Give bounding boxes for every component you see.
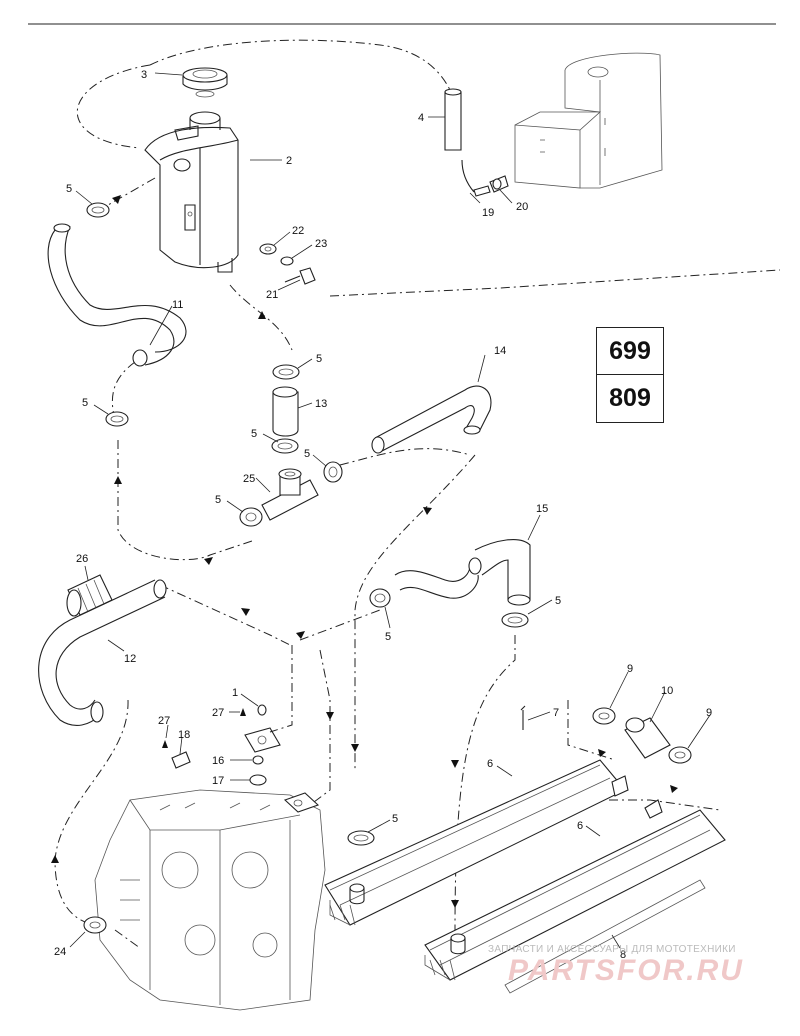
callout-16: 16	[212, 755, 224, 767]
callout-6-a: 6	[487, 758, 493, 770]
clamps-9	[592, 707, 692, 764]
engine-block	[94, 789, 326, 1011]
sleeve-26	[66, 574, 113, 617]
callout-8: 8	[620, 949, 626, 961]
callout-23: 23	[315, 238, 327, 250]
callout-5-i: 5	[392, 813, 398, 825]
callout-25: 25	[243, 473, 255, 485]
bolt-washers	[259, 243, 316, 285]
clamps-5	[86, 202, 529, 846]
callout-9-a: 9	[627, 663, 633, 675]
pressure-cap	[182, 67, 228, 98]
callout-labels: 3 2 4 5 19 20 22 23 21 11 5 14 5 13 5 5 …	[54, 69, 712, 961]
coolant-tank	[144, 111, 239, 273]
callout-4: 4	[418, 112, 424, 124]
watermark-logo: PARTSFOR.RU	[508, 954, 744, 987]
callout-9-b: 9	[706, 707, 712, 719]
clamp-24	[83, 916, 107, 934]
hose-12	[38, 579, 167, 726]
hose-13	[272, 386, 299, 437]
callout-5-a: 5	[66, 183, 72, 195]
callout-5-f: 5	[215, 494, 221, 506]
hose-15	[394, 539, 531, 606]
fitting-19-20	[461, 159, 509, 197]
watermark: ЗАПЧАСТИ И АКСЕССУАРЫ ДЛЯ МОТОТЕХНИКИ PA…	[488, 944, 788, 987]
callout-5-e: 5	[304, 448, 310, 460]
callout-22: 22	[292, 225, 304, 237]
callout-5-h: 5	[555, 595, 561, 607]
callout-15: 15	[536, 503, 548, 515]
reservoir-block	[514, 52, 663, 189]
model-number-box: 699 809	[596, 327, 664, 423]
radiators-6	[324, 759, 726, 981]
callout-10: 10	[661, 685, 673, 697]
callout-27-b: 27	[158, 715, 170, 727]
callout-27-a: 27	[212, 707, 224, 719]
callout-5-g: 5	[385, 631, 391, 643]
callout-7: 7	[553, 707, 559, 719]
callout-12: 12	[124, 653, 136, 665]
callout-5-b: 5	[316, 353, 322, 365]
model-number-809: 809	[609, 384, 651, 412]
callout-24: 24	[54, 946, 66, 958]
callout-5-d: 5	[251, 428, 257, 440]
callout-13: 13	[315, 398, 327, 410]
leader-lines	[69, 72, 711, 949]
callout-2: 2	[286, 155, 292, 167]
callout-6-b: 6	[577, 820, 583, 832]
callout-17: 17	[212, 775, 224, 787]
strip-8	[504, 879, 706, 994]
callout-3: 3	[141, 69, 147, 81]
hose-11	[47, 223, 187, 367]
callout-5-c: 5	[82, 397, 88, 409]
callout-19: 19	[482, 207, 494, 219]
callout-11: 11	[172, 299, 183, 311]
callout-21: 21	[266, 289, 278, 301]
short-hose-4	[444, 88, 462, 151]
engine-fittings	[162, 704, 281, 786]
callout-18: 18	[178, 729, 190, 741]
coolant-flow-lines	[54, 39, 781, 949]
callout-14: 14	[494, 345, 506, 357]
pin-7	[520, 705, 526, 730]
tee-fitting-25	[261, 468, 319, 521]
hose-10	[624, 717, 671, 759]
callout-1: 1	[232, 687, 238, 699]
model-number-699: 699	[597, 328, 663, 375]
callout-20: 20	[516, 201, 528, 213]
hose-14	[371, 385, 492, 454]
flow-arrows	[51, 195, 678, 908]
callout-26: 26	[76, 553, 88, 565]
watermark-caption: ЗАПЧАСТИ И АКСЕССУАРЫ ДЛЯ МОТОТЕХНИКИ	[488, 944, 736, 955]
